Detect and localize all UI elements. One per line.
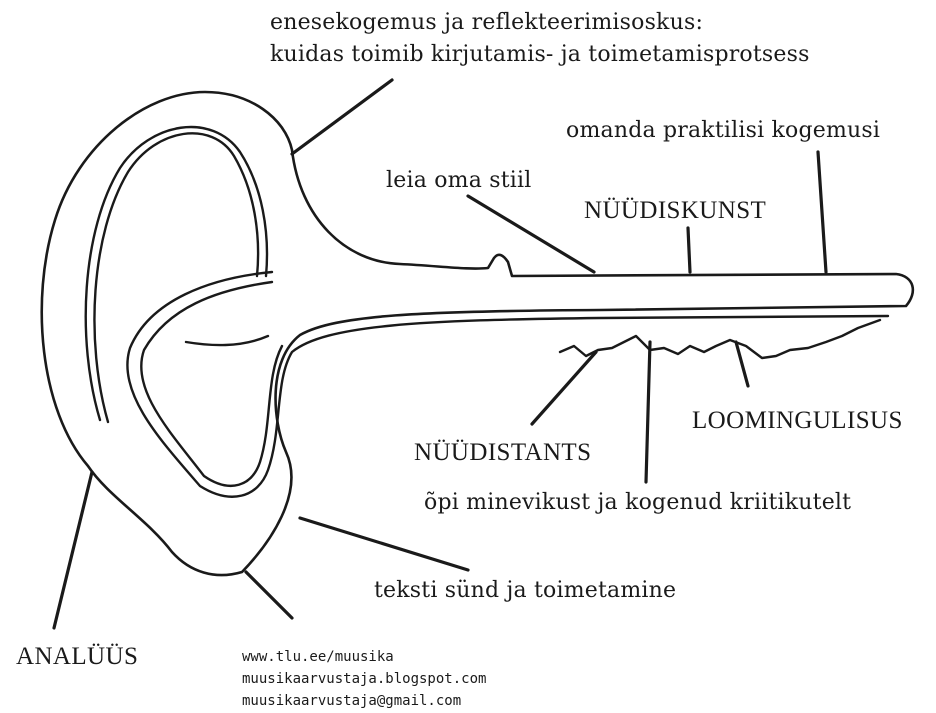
ear-antihelix-short	[186, 336, 268, 345]
contact-email: muusikaarvustaja@gmail.com	[242, 694, 461, 708]
label-opi: õpi minevikust ja kogenud kriitikutelt	[424, 492, 851, 514]
label-leia: leia oma stiil	[386, 170, 531, 192]
leader-line-analuus	[54, 472, 92, 628]
label-analuus: ANALÜÜS	[16, 644, 138, 669]
leader-line-teksti	[300, 518, 468, 570]
label-nuudistants: NÜÜDISTANTS	[414, 440, 591, 465]
contact-blog: muusikaarvustaja.blogspot.com	[242, 672, 486, 686]
leader-line-leia	[468, 196, 594, 272]
ear-inner-channel	[86, 127, 267, 420]
label-loomingulisus: LOOMINGULISUS	[692, 408, 903, 433]
leader-line-contact	[246, 572, 292, 618]
label-nuudiskunst: NÜÜDISKUNST	[584, 198, 766, 223]
label-omanda: omanda praktilisi kogemusi	[566, 120, 880, 142]
leader-line-omanda	[818, 152, 826, 272]
leader-line-nuudiskunst	[688, 228, 690, 272]
leader-line-top	[292, 80, 392, 154]
leader-line-nuudistants	[532, 352, 596, 424]
leader-line-opi	[646, 342, 650, 482]
label-kuidas-toimib: kuidas toimib kirjutamis- ja toimetamisp…	[270, 44, 810, 66]
label-enesekogemus: enesekogemus ja reflekteerimisoskus:	[270, 12, 703, 34]
ear-inner-curl-edge	[141, 282, 282, 486]
leader-line-loomingulisus	[736, 342, 748, 386]
contact-web: www.tlu.ee/muusika	[242, 650, 394, 664]
key-teeth	[560, 320, 880, 358]
label-teksti: teksti sünd ja toimetamine	[374, 580, 676, 602]
